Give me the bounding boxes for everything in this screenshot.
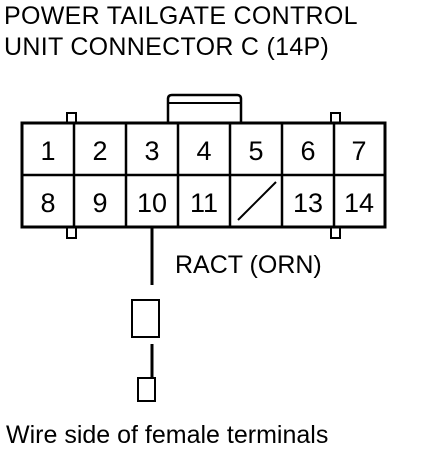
- connector-lock-tab: [166, 93, 243, 123]
- pin-6: 6: [300, 136, 315, 166]
- pin-8: 8: [40, 188, 55, 218]
- pin-3: 3: [144, 136, 159, 166]
- title-line-2: UNIT CONNECTOR C (14P): [4, 33, 330, 61]
- pin-5: 5: [248, 136, 263, 166]
- pin-4: 4: [196, 136, 211, 166]
- pin-10: 10: [137, 188, 167, 218]
- pin-7: 7: [351, 136, 366, 166]
- pin-1: 1: [40, 136, 55, 166]
- wire-label: RACT (ORN): [175, 251, 322, 279]
- connector-bottom-right-tab: [330, 226, 341, 239]
- connector-cell-dividers: [72, 123, 336, 227]
- probe-terminal-upper: [131, 299, 160, 338]
- empty-cavity-slash: [237, 181, 277, 221]
- pin-13: 13: [293, 188, 323, 218]
- connector-bottom-left-tab: [66, 226, 77, 239]
- pin-11: 11: [190, 188, 218, 218]
- pin-9: 9: [92, 188, 107, 218]
- probe-terminal-lower: [137, 377, 156, 402]
- pin-14: 14: [344, 188, 374, 218]
- pin-2: 2: [92, 136, 107, 166]
- title-line-1: POWER TAILGATE CONTROL: [4, 2, 358, 30]
- footer-note: Wire side of female terminals: [6, 421, 329, 449]
